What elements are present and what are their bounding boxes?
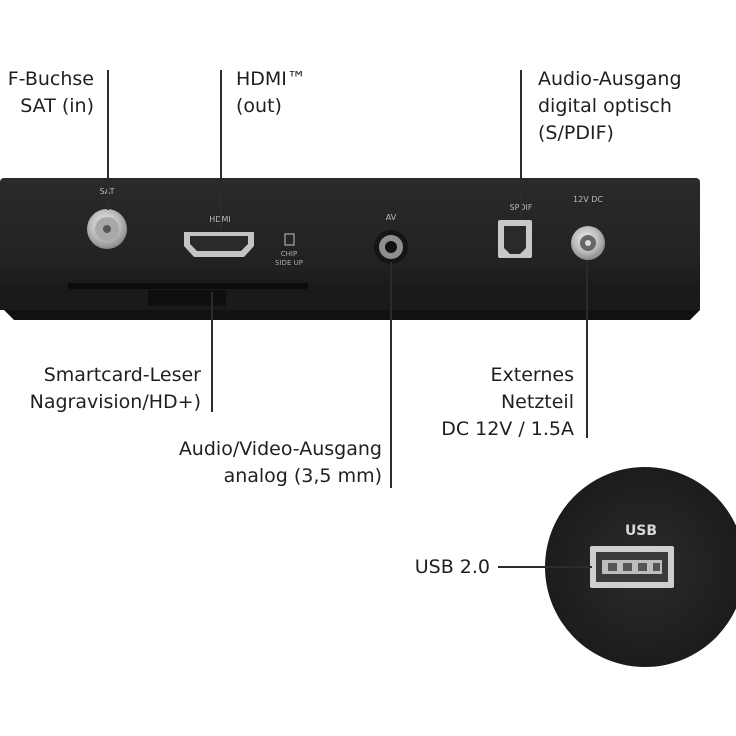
label-f-buchse: F-Buchse SAT (in) (7, 68, 94, 117)
av-jack-icon (374, 230, 408, 264)
usb-port-icon (590, 546, 674, 588)
callout-line-av (390, 262, 392, 488)
label-hdmi: HDMI™ (out) (236, 68, 306, 117)
callout-line-spdif (520, 70, 522, 220)
device-av-label: AV (386, 213, 397, 222)
chip-icon (284, 233, 295, 246)
label-usb: USB 2.0 (414, 556, 490, 578)
device-side-up-label: SIDE UP (275, 259, 303, 267)
callout-line-f-buchse (107, 70, 109, 210)
device-dc-label: 12V DC (573, 195, 603, 204)
device-usb-label: USB (625, 523, 657, 539)
device-body (0, 178, 700, 300)
callout-line-netzteil (586, 260, 588, 438)
callout-line-hdmi (220, 70, 222, 230)
smartcard-slot (68, 283, 308, 289)
callout-line-usb (498, 566, 592, 568)
label-smartcard: Smartcard-Leser Nagravision/HD+) (29, 364, 201, 413)
dc-jack-icon (571, 226, 605, 260)
hdmi-port-icon (184, 232, 254, 257)
label-av: Audio/Video-Ausgang analog (3,5 mm) (178, 438, 382, 487)
spdif-port-icon (498, 220, 532, 258)
sat-connector-icon (87, 209, 127, 249)
label-spdif: Audio-Ausgang digital optisch (S/PDIF) (538, 68, 682, 144)
callout-line-smartcard (211, 292, 213, 412)
label-netzteil: Externes Netzteil DC 12V / 1.5A (441, 364, 574, 440)
device-chip-label: CHIP (281, 250, 297, 258)
